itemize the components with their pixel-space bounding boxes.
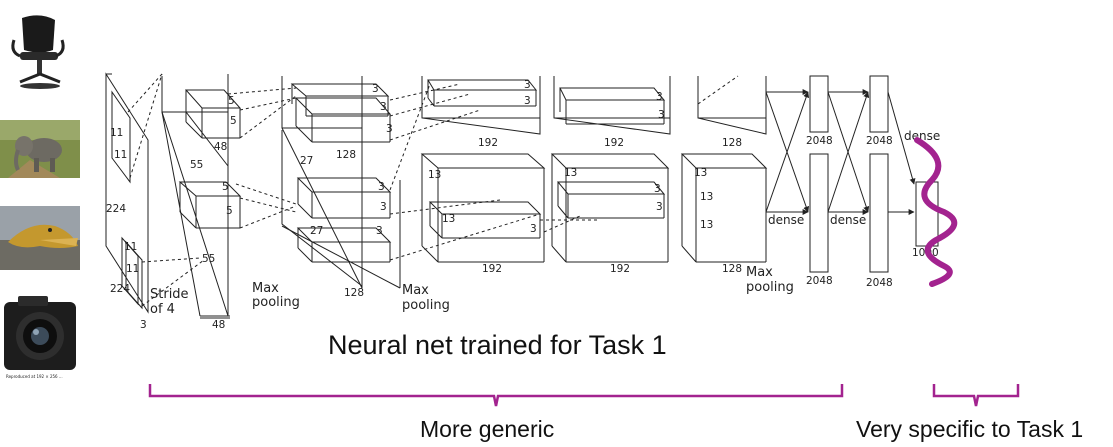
fc-size-label: 2048 bbox=[806, 275, 833, 287]
conv3-volume bbox=[420, 76, 546, 263]
conv2-kernel-label: 3 bbox=[376, 225, 383, 237]
conv4-depth-label: 192 bbox=[604, 137, 624, 149]
conv2-kernel-label: 3 bbox=[380, 101, 387, 113]
conv3-size-label: 13 bbox=[442, 213, 455, 225]
input-kernel-label: 11 bbox=[114, 149, 127, 161]
crocodile-thumbnail bbox=[0, 206, 80, 270]
layer-labels: 11 11 11 11 224 224 3 Stride of 4 5 5 5 … bbox=[106, 79, 940, 331]
dense-label: dense bbox=[830, 213, 866, 227]
conv4-kernel-label: 3 bbox=[658, 109, 665, 121]
conv2-size-label: 27 bbox=[310, 225, 323, 237]
input-volume bbox=[105, 72, 205, 314]
conv4-size-label: 13 bbox=[564, 167, 577, 179]
fc-size-label: 2048 bbox=[866, 135, 893, 147]
conv2-kernel-label: 3 bbox=[372, 83, 379, 95]
conv1-kernel-label: 5 bbox=[222, 181, 229, 193]
conv3-kernel-label: 3 bbox=[524, 79, 531, 91]
generic-caption: More generic bbox=[420, 416, 555, 442]
specific-brace bbox=[932, 384, 1020, 407]
conv1-depth-label: 48 bbox=[214, 141, 227, 153]
maxpool-label: Max bbox=[402, 283, 429, 298]
stride-label: Stride bbox=[150, 287, 189, 302]
fc-size-label: 2048 bbox=[866, 277, 893, 289]
cut-line-squiggle bbox=[914, 137, 958, 287]
conv5-depth-label: 128 bbox=[722, 263, 742, 275]
specific-caption: Very specific to Task 1 bbox=[856, 416, 1084, 442]
conv4-volume bbox=[540, 76, 671, 263]
conv1-size-label: 55 bbox=[202, 253, 215, 265]
dense-label: dense bbox=[904, 129, 940, 143]
conv5-size-label: 13 bbox=[700, 191, 713, 203]
conv1-size-label: 55 bbox=[190, 159, 203, 171]
office-chair-thumbnail bbox=[11, 15, 65, 89]
input-kernel-label: 11 bbox=[110, 127, 123, 139]
conv3-size-label: 13 bbox=[428, 169, 441, 181]
maxpool-label: Max bbox=[746, 265, 773, 280]
maxpool-label: pooling bbox=[746, 280, 794, 295]
conv1-kernel-label: 5 bbox=[228, 95, 235, 107]
conv2-kernel-label: 3 bbox=[378, 181, 385, 193]
elephant-thumbnail bbox=[0, 120, 80, 178]
camera-thumbnail-caption: Reproduced at 192 × 256 ... bbox=[6, 374, 63, 379]
conv2-kernel-label: 3 bbox=[386, 123, 393, 135]
conv5-depth-label: 128 bbox=[722, 137, 742, 149]
fc-layers bbox=[765, 75, 939, 273]
conv2-depth-label: 128 bbox=[344, 287, 364, 299]
conv1-kernel-label: 5 bbox=[226, 205, 233, 217]
camera-thumbnail: Reproduced at 192 × 256 ... bbox=[4, 296, 76, 379]
conv2-volume bbox=[281, 76, 541, 289]
maxpool-label: pooling bbox=[252, 295, 300, 310]
fc-size-label: 2048 bbox=[806, 135, 833, 147]
maxpool-label: pooling bbox=[402, 298, 450, 313]
input-kernel-label: 11 bbox=[126, 263, 139, 275]
network-caption: Neural net trained for Task 1 bbox=[328, 330, 667, 360]
conv4-kernel-label: 3 bbox=[656, 91, 663, 103]
conv4-kernel-label: 3 bbox=[654, 183, 661, 195]
input-depth-label: 3 bbox=[140, 319, 147, 331]
input-size-label: 224 bbox=[106, 203, 126, 215]
conv1-volume bbox=[161, 74, 297, 319]
conv1-kernel-label: 5 bbox=[230, 115, 237, 127]
dense-label: dense bbox=[768, 213, 804, 227]
conv2-kernel-label: 3 bbox=[380, 201, 387, 213]
conv5-size-label: 13 bbox=[694, 167, 707, 179]
maxpool-label: Max bbox=[252, 281, 279, 296]
conv2-size-label: 27 bbox=[300, 155, 313, 167]
conv4-depth-label: 192 bbox=[610, 263, 630, 275]
conv2-depth-label: 128 bbox=[336, 149, 356, 161]
conv1-depth-label: 48 bbox=[212, 319, 225, 331]
conv3-kernel-label: 3 bbox=[524, 95, 531, 107]
conv5-volume bbox=[680, 75, 768, 263]
conv5-size-label: 13 bbox=[700, 219, 713, 231]
conv3-kernel-label: 3 bbox=[530, 223, 537, 235]
input-kernel-label: 11 bbox=[124, 241, 137, 253]
input-size-label: 224 bbox=[110, 283, 130, 295]
conv4-kernel-label: 3 bbox=[656, 201, 663, 213]
conv3-depth-label: 192 bbox=[478, 137, 498, 149]
stride-label: of 4 bbox=[150, 302, 175, 317]
network-wireframe bbox=[105, 72, 939, 319]
conv3-depth-label: 192 bbox=[482, 263, 502, 275]
generic-brace bbox=[148, 384, 844, 407]
